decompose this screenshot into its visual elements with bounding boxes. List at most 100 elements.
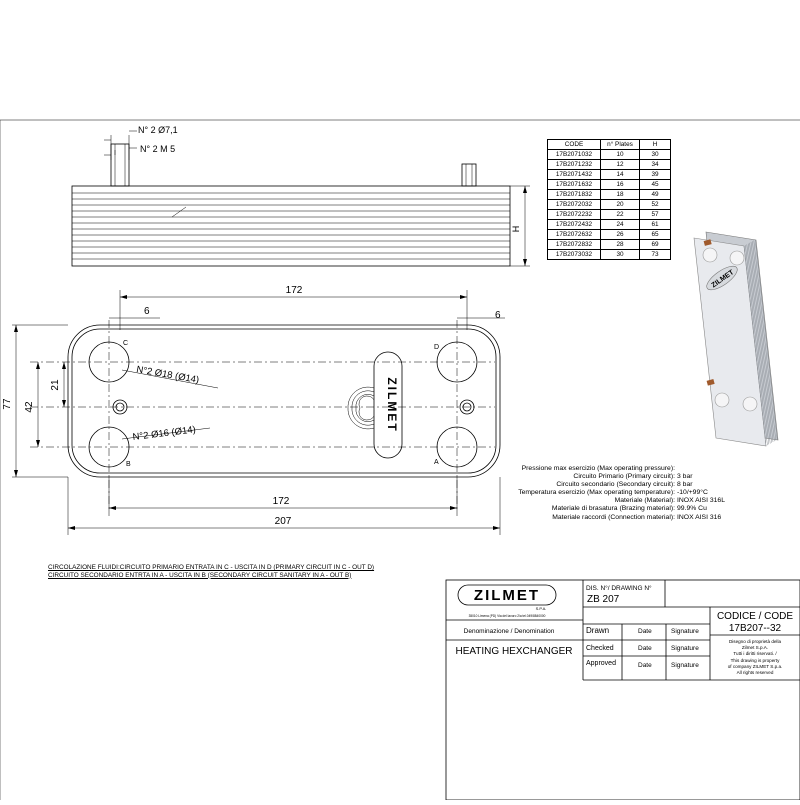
height-cell: 61	[639, 219, 671, 230]
approved-label: Approved	[586, 660, 616, 667]
ownership-it-3: Tutti i diritti riservati. /	[733, 651, 777, 656]
product-name: HEATING HEXCHANGER	[455, 646, 572, 657]
plate-logo-frame	[373, 351, 403, 459]
connection-thread-label: N° 2 M 5	[140, 144, 175, 154]
upper-ports-label: N°2 Ø18 (Ø14)	[135, 364, 199, 386]
front-view: C D B A N°2 Ø18 (Ø14) N°2 Ø16 (Ø14) ZILM…	[2, 285, 505, 535]
height-cell: 52	[639, 199, 671, 210]
spec-row: Materiale (Material):INOX AISI 316L	[614, 497, 725, 505]
plates-cell: 16	[600, 179, 640, 190]
header-height: H	[639, 139, 671, 150]
circulation-secondary: CIRCUITO SECONDARIO ENTRTA IN A - USCITA…	[48, 571, 352, 579]
ownership-it-2: Zilmet S.p.A.	[742, 645, 768, 650]
height-cell: 34	[639, 159, 671, 170]
plates-cell: 30	[600, 249, 640, 260]
plates-cell: 20	[600, 199, 640, 210]
height-cell: 73	[639, 249, 671, 260]
port-a	[436, 426, 478, 468]
ownership-en-1: This drawing is property	[731, 658, 780, 663]
plate-lines	[72, 192, 510, 260]
port-d	[436, 341, 478, 383]
exchanger-body-side	[71, 185, 511, 267]
drawn-date-label: Date	[638, 628, 652, 635]
checked-signature-label: Signature	[671, 645, 699, 652]
header-plates: n° Plates	[600, 139, 640, 150]
dim-total-height: 77	[2, 398, 13, 410]
code-cell: 17B2072832	[547, 239, 601, 250]
code-cell: 17B2071232	[547, 159, 601, 170]
port-c	[88, 341, 130, 383]
drawing-no: ZB 207	[587, 594, 620, 605]
lower-ports-label: N°2 Ø16 (Ø14)	[132, 424, 196, 443]
spec-row: Materiale raccordi (Connection material)…	[552, 513, 722, 521]
height-cell: 65	[639, 229, 671, 240]
right-connection	[461, 163, 477, 187]
checked-date-label: Date	[638, 645, 652, 652]
drawing-no-label: DIS. N°/ DRAWING N°	[586, 584, 652, 592]
spec-row: Temperatura esercizio (Max operating tem…	[518, 489, 708, 497]
code-cell: 17B2072032	[547, 199, 601, 210]
plates-cell: 18	[600, 189, 640, 200]
dim-offset-left: 6	[144, 306, 150, 317]
port-c-label: C	[123, 340, 128, 347]
title-block: ZILMET S.P.A. 35010 Limena (PD) Via del …	[445, 579, 800, 801]
company-logo: ZILMET	[474, 587, 540, 604]
plates-cell: 14	[600, 169, 640, 180]
dim-total-length: 207	[275, 516, 292, 527]
drawing-code: 17B207--32	[729, 623, 782, 634]
code-cell: 17B2073032	[547, 249, 601, 260]
approved-date-label: Date	[638, 662, 652, 669]
spec-row: Materiale di brasatura (Brazing material…	[551, 505, 707, 513]
connection-diameter-label: N° 2 Ø7,1	[138, 125, 178, 135]
plates-cell: 22	[600, 209, 640, 220]
code-table-header: CODE n° Plates H	[547, 139, 671, 150]
height-cell: 57	[639, 209, 671, 220]
port-b-label: B	[126, 461, 131, 468]
denomination-label: Denominazione / Denomination	[464, 628, 555, 635]
plates-cell: 12	[600, 159, 640, 170]
side-view: H N° 2 Ø7,1 N° 2 M 5	[71, 125, 530, 267]
ownership-it-1: Disegno di proprietà della	[729, 639, 782, 644]
plate-logo: ZILMET	[385, 377, 399, 432]
dim-half-port-spacing: 21	[50, 379, 61, 391]
drawn-signature-label: Signature	[671, 628, 699, 635]
left-connection	[110, 143, 130, 187]
dim-inner-length-top: 172	[286, 285, 303, 296]
circulation-notes: CIRCOLAZIONE FLUIDI:CIRCUITO PRIMARIO EN…	[48, 564, 374, 579]
company-logo-frame	[457, 584, 557, 606]
specifications: Pressione max esercizio (Max operating p…	[470, 465, 725, 522]
plates-cell: 10	[600, 149, 640, 160]
ownership-en-3: All rights reserved	[737, 670, 774, 675]
approved-signature-label: Signature	[671, 662, 699, 669]
code-cell: 17B2071032	[547, 149, 601, 160]
code-cell: 17B2071832	[547, 189, 601, 200]
plates-cell: 26	[600, 229, 640, 240]
drawn-label: Drawn	[586, 626, 609, 635]
height-cell: 45	[639, 179, 671, 190]
ownership-en-2: of company ZILMET S.p.a.	[728, 664, 783, 669]
checked-label: Checked	[586, 645, 614, 652]
spec-row: Pressione max esercizio (Max operating p…	[521, 465, 675, 472]
dim-inner-length-bottom: 172	[273, 496, 290, 507]
port-b	[88, 426, 130, 468]
code-cell: 17B2072432	[547, 219, 601, 230]
height-cell: 49	[639, 189, 671, 200]
header-code: CODE	[547, 139, 601, 150]
spec-row: Circuito Primario (Primary circuit):3 ba…	[573, 473, 693, 481]
height-cell: 39	[639, 169, 671, 180]
code-cell: 17B2072232	[547, 209, 601, 220]
